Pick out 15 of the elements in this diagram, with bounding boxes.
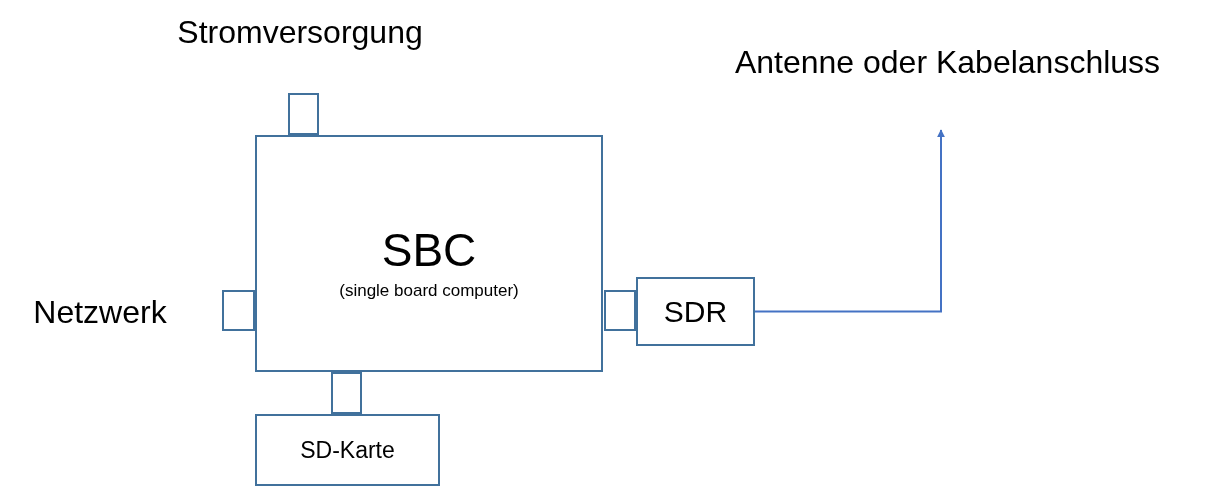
port-label: Netzwerk	[32, 293, 168, 332]
port-box	[604, 290, 636, 331]
component-box	[255, 414, 440, 486]
component-box	[636, 277, 755, 346]
port-box	[222, 290, 255, 331]
component-label: SD-Karte	[300, 435, 395, 465]
port-box	[288, 93, 319, 135]
port-label: Stromversorgung	[176, 13, 424, 52]
board-box	[255, 135, 603, 372]
board-subtitle: (single board computer)	[339, 279, 519, 301]
board-title: SBC	[381, 223, 477, 279]
component-label: SDR	[663, 294, 728, 330]
port-box	[331, 372, 362, 414]
antenna-label: Antenne oder Kabelanschluss	[734, 43, 1161, 82]
arrow	[754, 129, 945, 313]
